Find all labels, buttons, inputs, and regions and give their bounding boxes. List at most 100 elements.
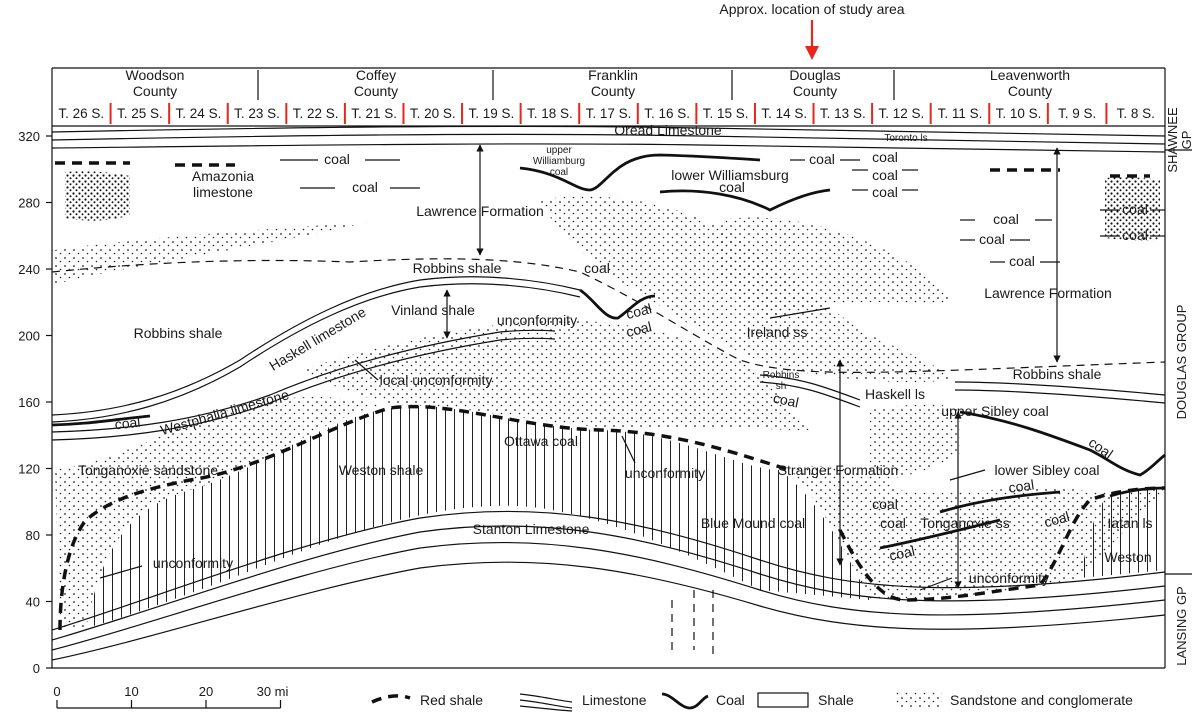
label-coal-douglas-3: coal [872,167,898,183]
label-coal-stranger-2: coal [880,515,906,531]
label-unconformity-center: unconformity [497,312,577,328]
scale-bar-label: 30 mi [257,684,289,699]
township-label: T. 10 S. [996,106,1042,121]
township-label: T. 21 S. [351,106,397,121]
label-robbins-right: Robbins shale [1013,366,1102,382]
label-coal-franklin: coal [584,260,610,276]
label-ireland-ss: Ireland ss [747,324,808,340]
side-group-douglas: DOUGLAS GROUP [1174,305,1189,420]
county-leavenworth-1: Leavenworth [990,67,1070,83]
label-coal-douglas-1: coal [809,151,835,167]
township-label: T. 16 S. [644,106,690,121]
township-label: T. 23 S. [234,106,280,121]
y-axis: 04080120160200240280320 [18,129,52,676]
label-coal-douglas-4: coal [872,184,898,200]
label-stranger: Stranger Formation [778,462,899,478]
legend-label-coal: Coal [716,692,745,708]
y-axis-tick-label: 40 [26,595,40,610]
label-coal-leav-4: coal [1122,201,1148,217]
y-axis-tick-label: 240 [18,262,40,277]
label-unconformity-left: unconformity [153,555,233,571]
label-tonganoxie-sandstone: Tonganoxie sandstone [78,462,218,478]
scale-bar-label: 0 [53,684,60,699]
township-label: T. 22 S. [293,106,339,121]
label-tonganoxie-ss: Tonganoxie ss [920,515,1010,531]
label-robbins-left: Robbins shale [134,325,223,341]
township-label: T. 18 S. [527,106,573,121]
legend-swatch-shale [758,693,808,707]
label-coal-douglas-2: coal [872,149,898,165]
township-label: T. 26 S. [58,106,104,121]
label-vinland: Vinland shale [391,302,475,318]
township-label: T. 17 S. [586,106,632,121]
label-oread-limestone: Oread Limestone [614,122,722,138]
scale-bar: 0 10 20 30 mi [53,684,288,708]
label-coal-leav-5: coal [1122,227,1148,243]
svg-text:CoffeyCounty: CoffeyCounty [354,67,398,99]
township-label: T. 24 S. [176,106,222,121]
label-coal-coffey-1: coal [324,151,350,167]
legend-label-limestone: Limestone [582,692,647,708]
label-coal-westphalia: coal [114,414,141,433]
study-area-arrow-head [805,46,819,60]
township-label: T. 9 S. [1058,106,1096,121]
side-group-shawnee: SHAWNEEGP [1165,107,1194,173]
township-label: T. 19 S. [468,106,514,121]
side-group-lansing: LANSING GP [1174,586,1189,665]
sandstone-woodson-top [65,171,130,220]
township-label: T. 13 S. [820,106,866,121]
township-label: T. 15 S. [703,106,749,121]
label-robbins-top: Robbins shale [413,260,502,276]
label-coal-coffey-2: coal [352,179,378,195]
label-haskell-ls: Haskell ls [865,386,925,402]
y-axis-tick-label: 160 [18,395,40,410]
label-stanton: Stanton Limestone [473,521,590,537]
county-franklin-2: County [591,83,635,99]
county-coffey-2: County [354,83,398,99]
oread-limestone-beds [52,126,1165,152]
county-coffey-1: Coffey [356,67,396,83]
scale-bar-label: 20 [199,684,213,699]
y-axis-tick-label: 120 [18,462,40,477]
township-label: T. 14 S. [761,106,807,121]
label-coal-leav-1: coal [993,211,1019,227]
label-iatan-ls: Iatan ls [1107,515,1152,531]
county-douglas-2: County [793,83,837,99]
label-unconformity-ottawa: unconformity [625,465,705,481]
label-blue-mound: Blue Mound coal [701,515,805,531]
y-axis-tick-label: 280 [18,196,40,211]
legend-label-shale: Shale [818,692,854,708]
y-axis-tick-label: 200 [18,329,40,344]
label-coal-williamsburg: coal [719,179,745,195]
county-franklin-1: Franklin [588,67,638,83]
scale-bar-label: 10 [124,684,138,699]
county-douglas-1: Douglas [789,67,840,83]
label-weston-shale: Weston shale [339,462,424,478]
label-coal-leav-3: coal [1009,253,1035,269]
legend: Red shale Limestone Coal Shale Sandstone… [372,692,1133,711]
legend-swatch-red-shale [372,696,410,702]
legend-swatch-coal [662,694,708,708]
sandstone-left-upper [55,222,370,285]
county-woodson-1: Woodson [126,67,185,83]
legend-label-sandstone: Sandstone and conglomerate [950,692,1133,708]
label-ottawa-coal: Ottawa coal [504,433,578,449]
label-upper-sibley: upper Sibley coal [941,403,1048,419]
township-label: T. 11 S. [938,106,983,121]
township-row: T. 26 S.T. 25 S.T. 24 S.T. 23 S.T. 22 S.… [58,103,1154,124]
county-woodson-2: County [133,83,177,99]
township-label: T. 20 S. [410,106,456,121]
label-coal-sibley: coal [1086,434,1116,462]
county-leavenworth-2: County [1008,83,1052,99]
y-axis-tick-label: 0 [33,661,40,676]
label-coal-leav-2: coal [979,231,1005,247]
township-label: T. 8 S. [1117,106,1155,121]
